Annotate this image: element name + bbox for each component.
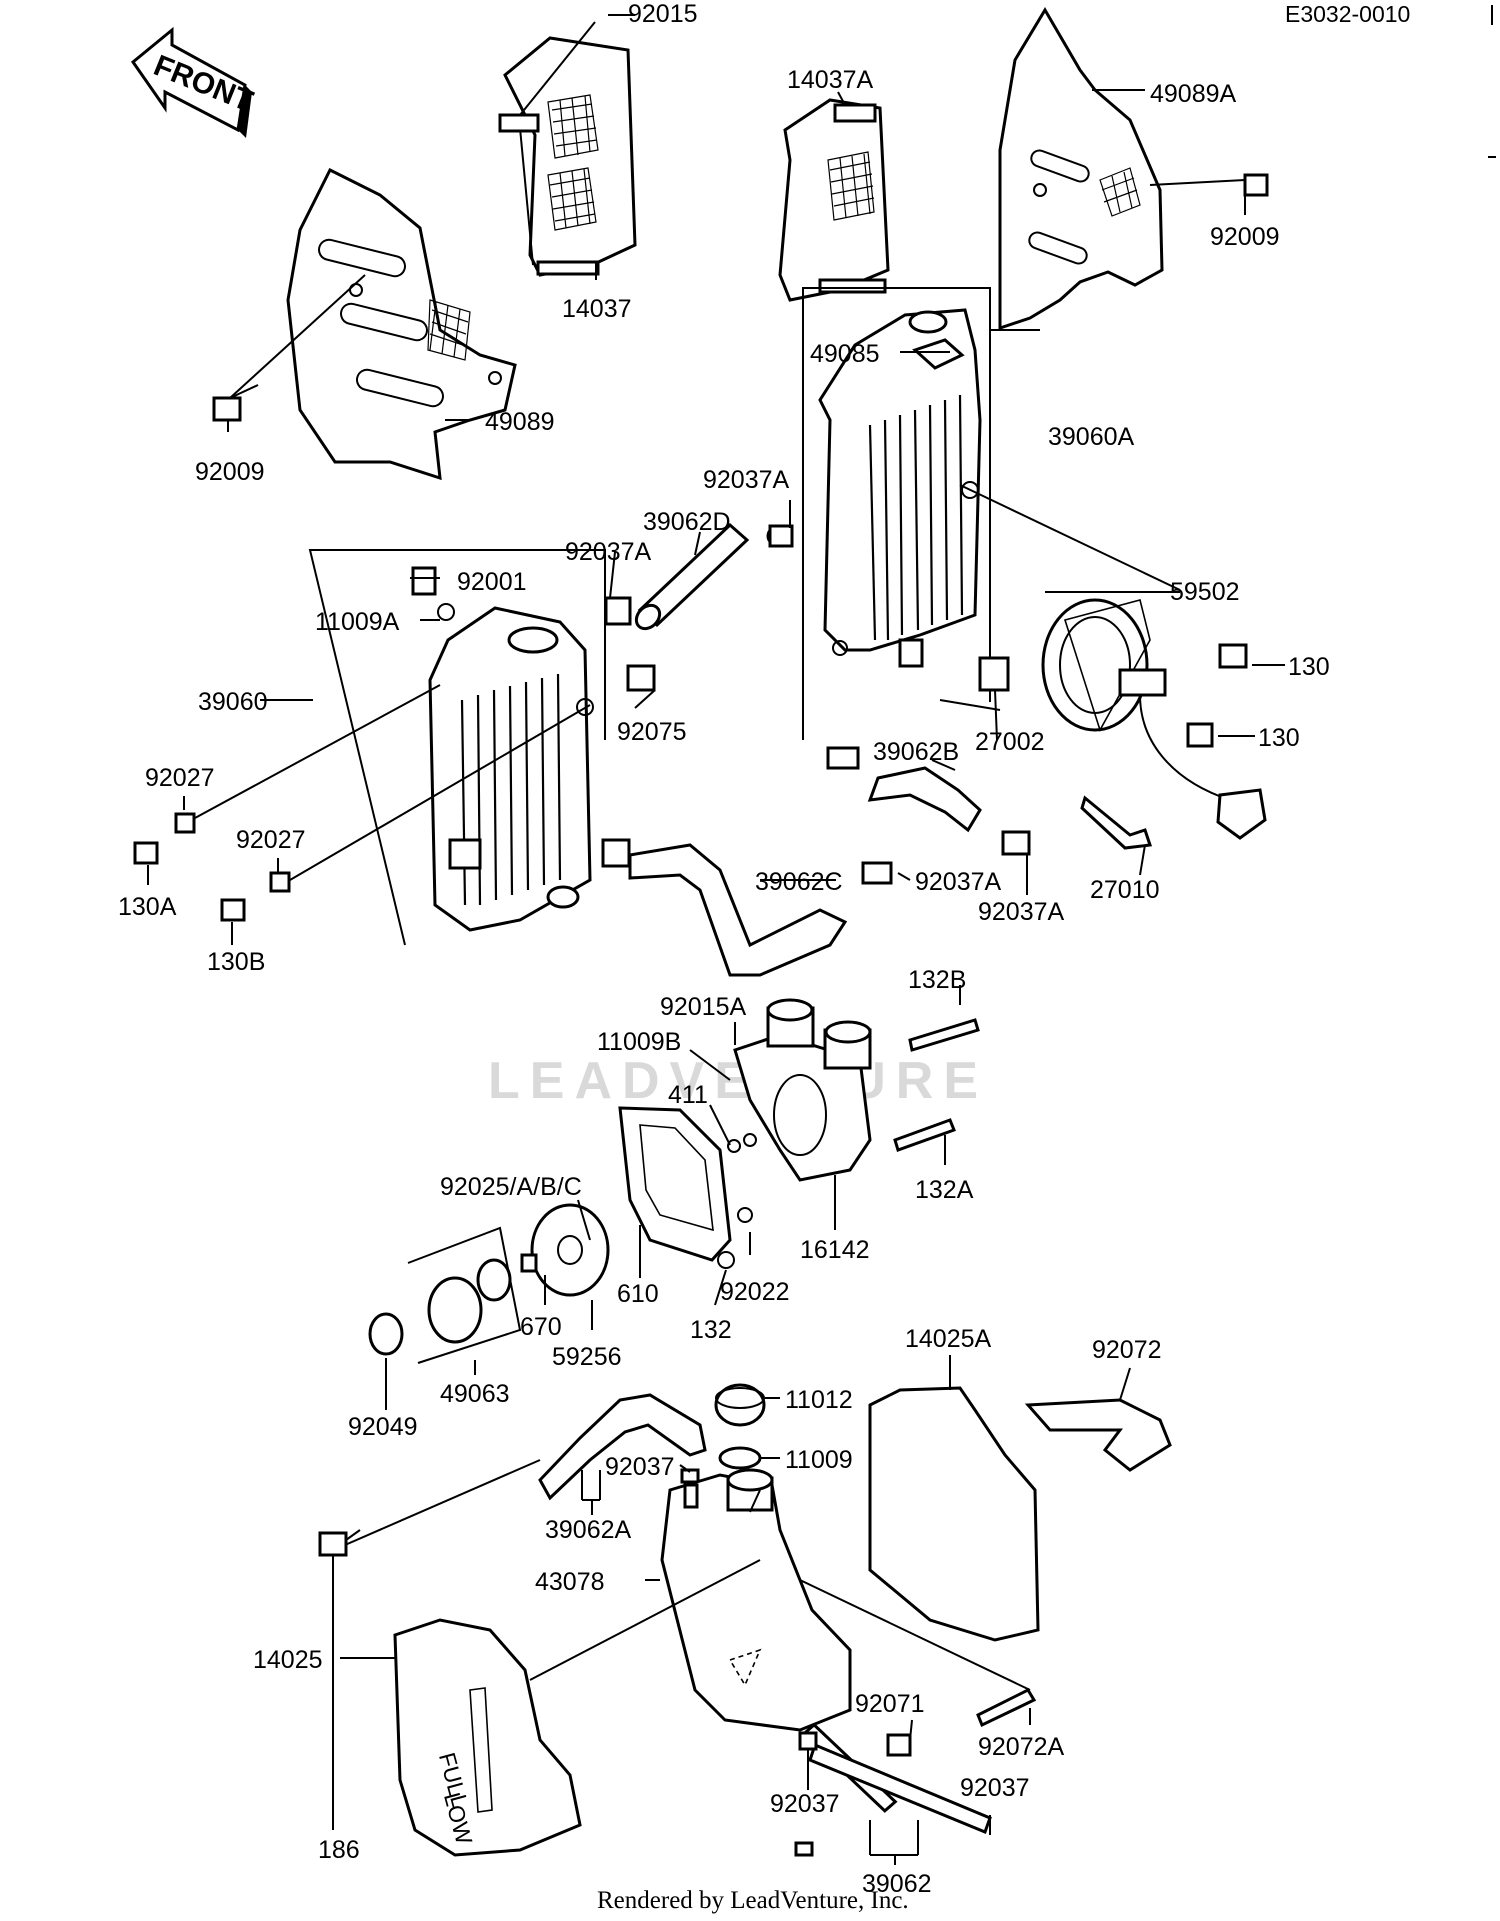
- label-411: 411: [668, 1081, 708, 1109]
- shroud-left-49089: [286, 167, 517, 481]
- label-132: 132: [690, 1316, 732, 1344]
- label-92049: 92049: [348, 1413, 418, 1441]
- label-14037A: 14037A: [787, 66, 874, 94]
- label-59256: 59256: [552, 1343, 622, 1371]
- label-92009-left: 92009: [195, 458, 265, 486]
- label-130A: 130A: [118, 893, 177, 921]
- part-labels: 92015 14037A 49089A 92009 14037 49085 49…: [118, 0, 1330, 1898]
- cap-11012: [714, 1383, 766, 1427]
- gasket-11009: [718, 1446, 762, 1470]
- label-92037-a: 92037: [605, 1453, 675, 1481]
- radiator-grill-14037: [498, 36, 637, 277]
- oil-seal-92049: [368, 1312, 404, 1356]
- label-92071: 92071: [855, 1690, 925, 1718]
- label-39062: 39062: [862, 1870, 932, 1898]
- label-670: 670: [520, 1313, 562, 1341]
- hose-clamp-icon: [601, 524, 1031, 1857]
- gasket-610: [618, 1106, 732, 1262]
- nut-icon: [798, 1688, 1037, 1757]
- label-27002: 27002: [975, 728, 1045, 756]
- label-43078: 43078: [535, 1568, 605, 1596]
- label-92037-b: 92037: [770, 1790, 840, 1818]
- label-27010: 27010: [1090, 876, 1160, 904]
- label-92015A: 92015A: [660, 993, 747, 1021]
- label-49089A: 49089A: [1150, 80, 1237, 108]
- collar-icon: [174, 812, 291, 893]
- label-92022: 92022: [720, 1278, 790, 1306]
- label-92072: 92072: [1092, 1336, 1162, 1364]
- label-39062D: 39062D: [643, 508, 731, 536]
- temp-sensor-27010: [1080, 795, 1153, 850]
- fan-switch-27002: [978, 656, 1010, 692]
- label-92027-b: 92027: [236, 826, 306, 854]
- hose-39062D: [634, 522, 750, 631]
- seal-set-49063: [407, 1226, 522, 1364]
- label-49085: 49085: [810, 340, 880, 368]
- label-39062A: 39062A: [545, 1516, 632, 1544]
- hose-39062A: [538, 1393, 707, 1501]
- label-92001: 92001: [457, 568, 527, 596]
- label-132B: 132B: [908, 966, 966, 994]
- label-92027-a: 92027: [145, 764, 215, 792]
- label-59502: 59502: [1170, 578, 1240, 606]
- hose-39062: [801, 1722, 992, 1834]
- diagram-code: E3032-0010: [1285, 1, 1410, 27]
- label-92037A-a: 92037A: [703, 466, 790, 494]
- label-92037A-c: 92037A: [915, 868, 1002, 896]
- water-pump-cover-16142: [733, 998, 872, 1182]
- label-132A: 132A: [915, 1176, 974, 1204]
- label-49089: 49089: [485, 408, 555, 436]
- label-92037A-d: 92037A: [978, 898, 1065, 926]
- bolt-icon: [133, 173, 1269, 1557]
- label-130-b: 130: [1258, 724, 1300, 752]
- label-11009B: 11009B: [597, 1028, 681, 1056]
- label-130B: 130B: [207, 948, 265, 976]
- label-11009A: 11009A: [315, 608, 400, 636]
- label-92072A: 92072A: [978, 1733, 1065, 1761]
- hose-39062B: [867, 766, 982, 833]
- label-49063: 49063: [440, 1380, 510, 1408]
- label-11009: 11009: [785, 1446, 853, 1474]
- tank-cover-14025A: [868, 1386, 1040, 1642]
- front-arrow-icon: FRONT: [130, 26, 257, 138]
- label-14025A: 14025A: [905, 1325, 992, 1353]
- label-39060A: 39060A: [1048, 423, 1135, 451]
- label-14025: 14025: [253, 1646, 323, 1674]
- watermark: LEADVENTURE: [488, 1052, 988, 1110]
- bracket-92072: [1024, 1398, 1172, 1472]
- radiator-left-39060: [308, 549, 656, 946]
- label-11012: 11012: [785, 1386, 853, 1414]
- hose-39062C: [628, 843, 848, 977]
- label-130-a: 130: [1288, 653, 1330, 681]
- label-92025ABC: 92025/A/B/C: [440, 1173, 582, 1201]
- radiator-grill-14037A: [778, 98, 890, 302]
- reserve-tank-43078: [660, 1468, 852, 1732]
- bolt-icon: [717, 1018, 980, 1269]
- label-39062B: 39062B: [873, 738, 959, 766]
- label-92015: 92015: [628, 0, 698, 28]
- label-610: 610: [617, 1280, 659, 1308]
- label-39062C: 39062C: [755, 868, 843, 896]
- label-186: 186: [318, 1836, 360, 1864]
- leader-lines: [147, 14, 1285, 1865]
- footer-credit: Rendered by LeadVenture, Inc.: [597, 1887, 909, 1914]
- label-92009-right: 92009: [1210, 223, 1280, 251]
- label-14037: 14037: [562, 295, 632, 323]
- impeller-59256: [520, 1203, 610, 1297]
- label-92075: 92075: [617, 718, 687, 746]
- cooling-fan-59502: [1041, 598, 1267, 840]
- label-16142: 16142: [800, 1236, 870, 1264]
- label-39060: 39060: [198, 688, 268, 716]
- shroud-right-49089A: [998, 7, 1164, 331]
- tank-cover-14025: FULL LOW: [393, 1618, 582, 1857]
- label-92037A-b: 92037A: [565, 538, 652, 566]
- label-92037-c: 92037: [960, 1774, 1030, 1802]
